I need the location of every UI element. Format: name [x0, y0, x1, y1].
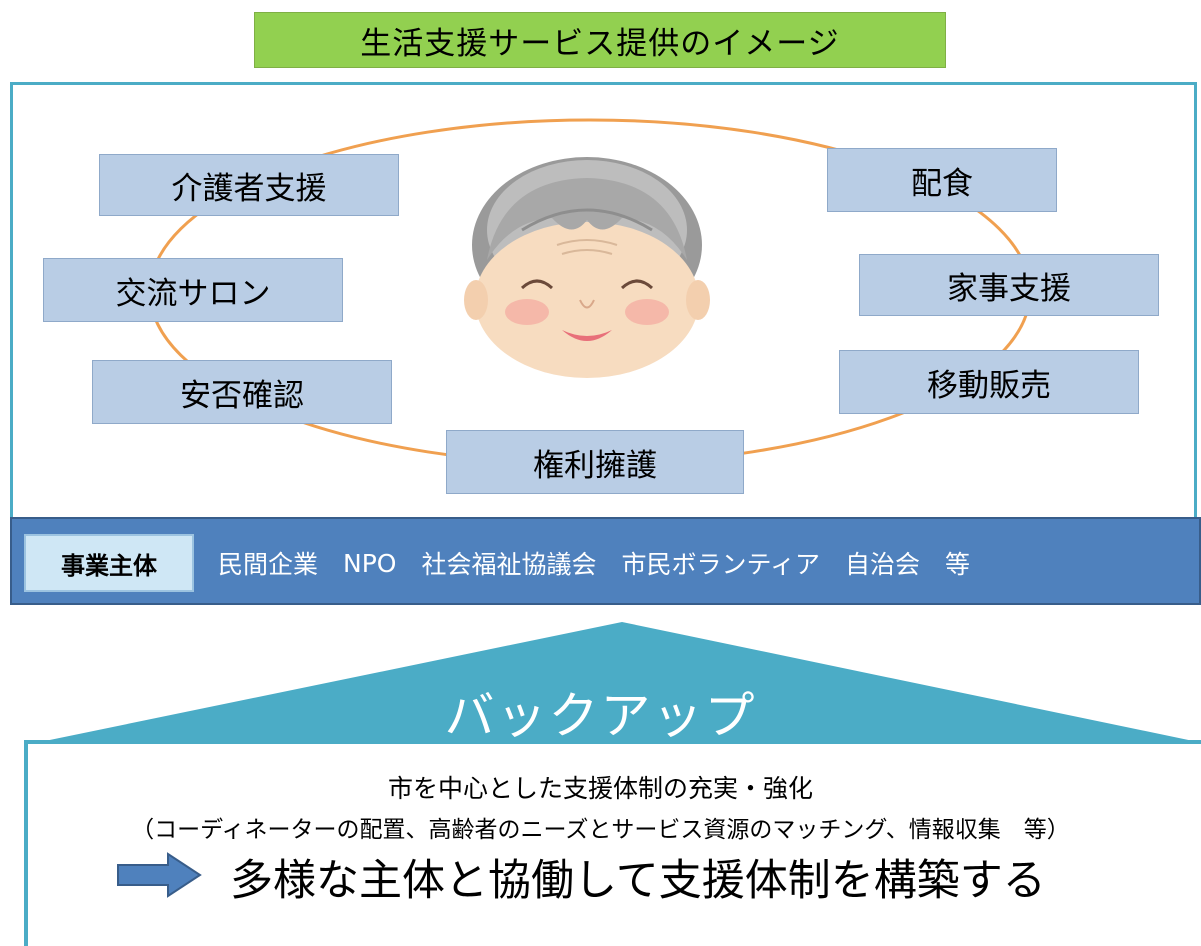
entity-item: NPO — [343, 548, 397, 578]
backup-conclusion: 多様な主体と協働して支援体制を構築する — [230, 856, 1046, 906]
backup-panel — [24, 740, 1201, 946]
backup-label: バックアップ — [444, 687, 757, 745]
service-anpi-kakunin: 安否確認 — [92, 360, 392, 424]
service-haishoku: 配食 — [827, 148, 1057, 212]
entity-label-badge: 事業主体 — [24, 534, 194, 592]
entity-item: 自治会 — [845, 550, 921, 579]
entity-item: 等 — [945, 550, 971, 579]
backup-detail: （コーディネーターの配置、高齢者のニーズとサービス資源のマッチング、情報収集 等… — [131, 817, 1070, 843]
backup-heading: 市を中心とした支援体制の充実・強化 — [387, 774, 813, 803]
service-kaji-shien: 家事支援 — [859, 254, 1159, 316]
service-koryu-salon: 交流サロン — [43, 258, 343, 322]
service-kenri-yogo: 権利擁護 — [446, 430, 744, 494]
elderly-woman-icon — [464, 157, 710, 378]
service-kaigosha-shien: 介護者支援 — [99, 154, 399, 216]
right-arrow-icon — [117, 852, 202, 898]
entity-list: 民間企業 NPO 社会福祉協議会 市民ボランティア 自治会 等 — [218, 534, 995, 592]
entity-item: 民間企業 — [218, 550, 319, 579]
entity-bar — [10, 517, 1201, 605]
entity-item: 社会福祉協議会 — [421, 550, 597, 579]
entity-item: 市民ボランティア — [621, 550, 821, 579]
service-ido-hanbai: 移動販売 — [839, 350, 1139, 414]
diagram-title: 生活支援サービス提供のイメージ — [254, 12, 946, 68]
